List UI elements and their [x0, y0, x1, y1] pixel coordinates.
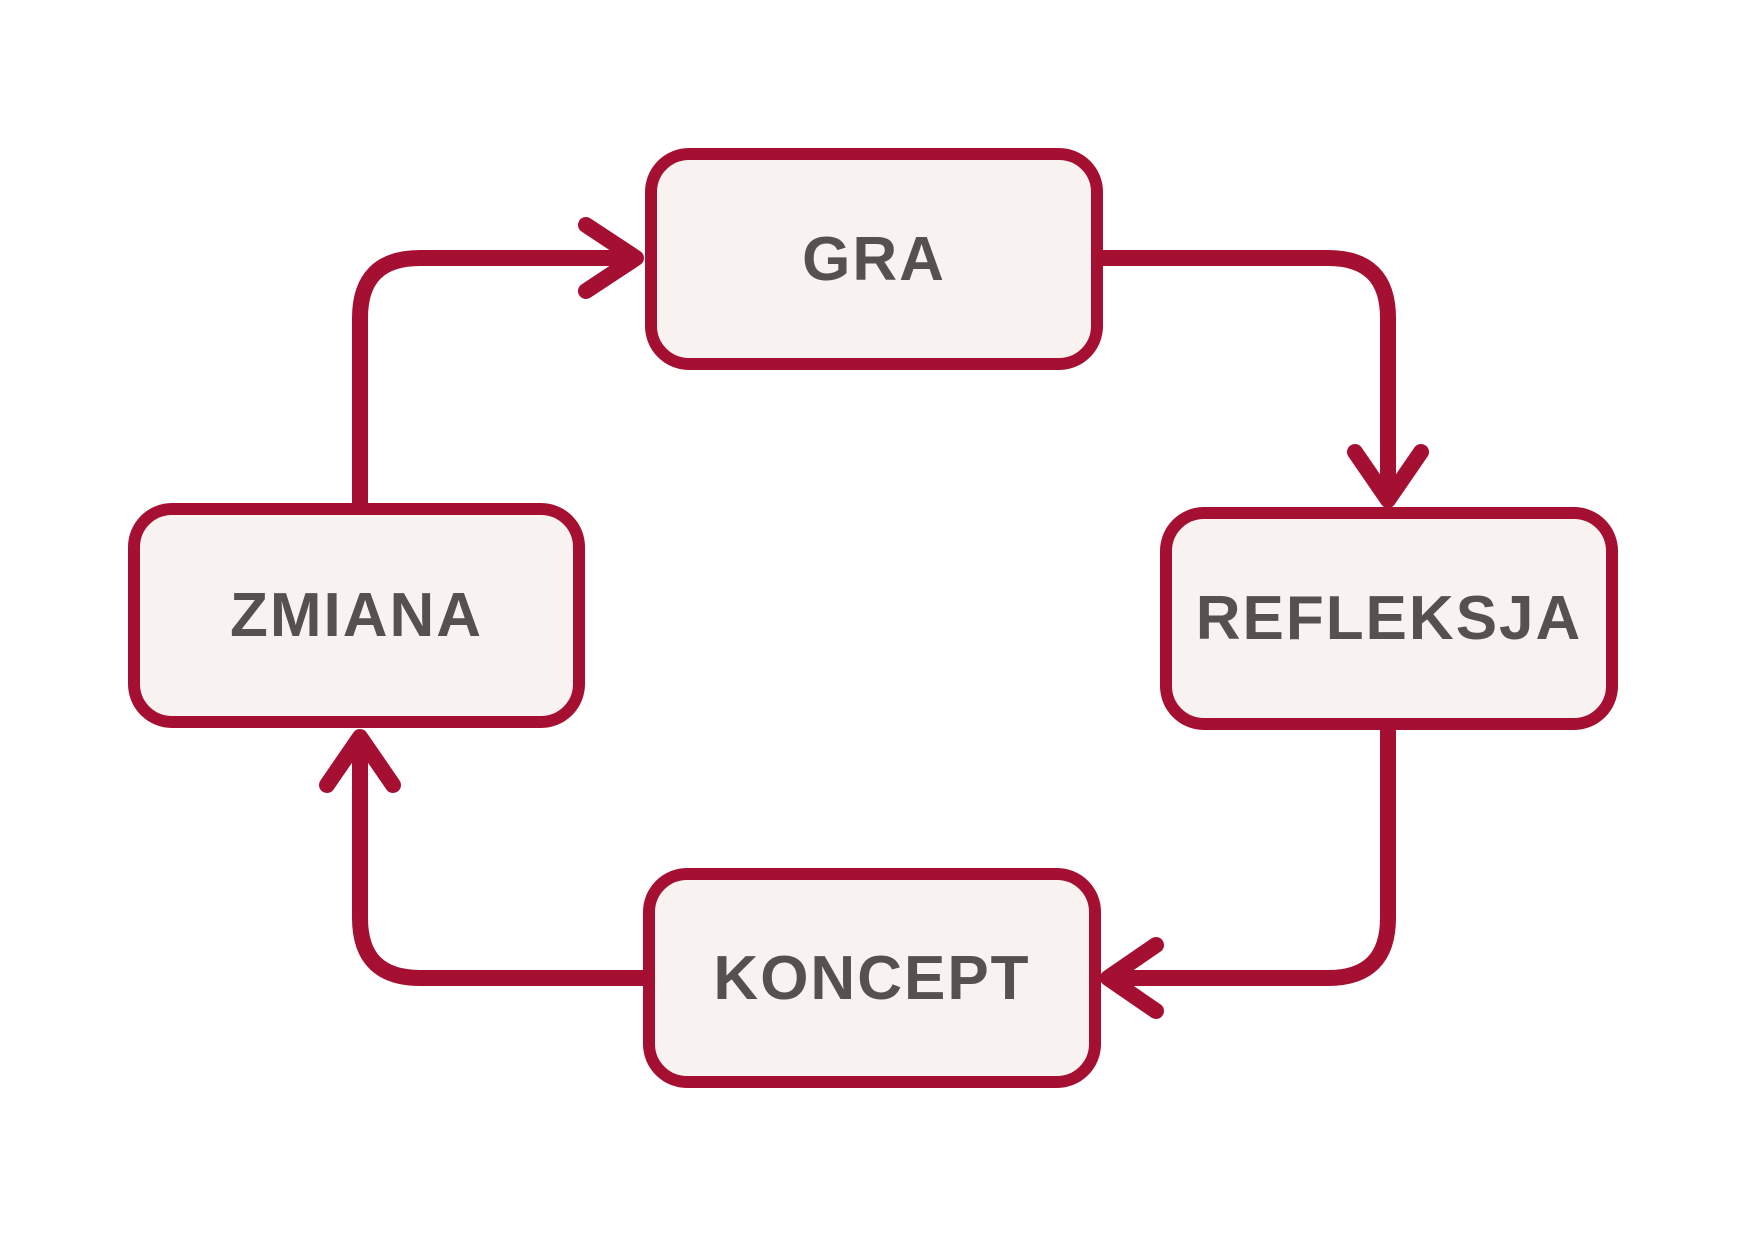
- node-gra: GRA: [645, 148, 1103, 370]
- node-koncept: KONCEPT: [643, 868, 1101, 1088]
- node-gra-label: GRA: [802, 224, 946, 294]
- node-zmiana-label: ZMIANA: [229, 581, 484, 650]
- arrowhead-down-icon: [1347, 444, 1429, 508]
- arrow-zmiana-to-gra: [352, 217, 644, 511]
- arrow-refleksja-to-koncept: [1100, 722, 1396, 1019]
- arrowhead-left-icon: [1100, 937, 1164, 1019]
- node-zmiana: ZMIANA: [128, 503, 585, 728]
- arrow-gra-to-refleksja: [1095, 250, 1429, 508]
- arrowhead-up-icon: [319, 729, 401, 793]
- arrow-koncept-to-zmiana: [319, 729, 651, 986]
- node-refleksja: REFLEKSJA: [1160, 507, 1618, 730]
- node-koncept-label: KONCEPT: [713, 943, 1031, 1013]
- arrowhead-right-icon: [578, 217, 644, 299]
- node-refleksja-label: REFLEKSJA: [1195, 584, 1583, 653]
